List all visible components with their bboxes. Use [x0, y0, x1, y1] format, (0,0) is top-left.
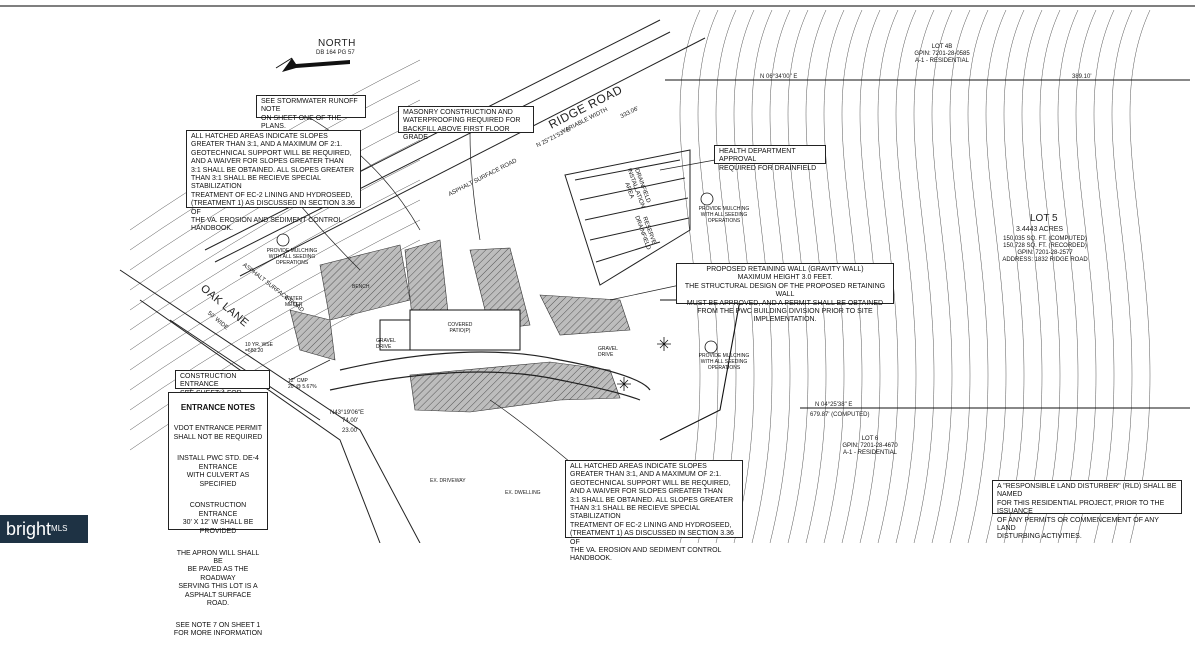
north-deed: DB 164 PG 57 — [316, 50, 355, 56]
leader-lines — [289, 117, 716, 463]
contour-line — [859, 9, 881, 543]
lot-4b-label: LOT 4B GPIN: 7201-28-0585 A-1 - RESIDENT… — [914, 44, 970, 64]
wse-label: 10 YR. WSE =680.20 — [245, 342, 273, 354]
north-label: NORTH — [318, 38, 356, 49]
tree-icons — [617, 337, 671, 391]
entrance-note-item: VDOT ENTRANCE PERMIT SHALL NOT BE REQUIR… — [173, 425, 263, 441]
contour-line — [1075, 9, 1097, 543]
contour-line — [751, 9, 773, 543]
contour-line — [787, 9, 809, 543]
contour-line — [913, 9, 935, 543]
cmp-label: 12" CMP 20' @ 5.67% — [288, 378, 317, 390]
retaining-wall-note: PROPOSED RETAINING WALL (GRAVITY WALL) M… — [676, 263, 894, 323]
property-lines — [659, 79, 1190, 441]
lot-5-title: LOT 5 — [1030, 213, 1058, 224]
contour-line — [967, 9, 989, 543]
north-arrow-icon — [275, 57, 350, 72]
entrance-note-item: THE APRON WILL SHALL BE BE PAVED AS THE … — [176, 549, 260, 607]
contour-line — [129, 179, 421, 351]
construction-entrance-note: CONSTRUCTION ENTRANCE SEE SHEET 4 FOR DE… — [175, 370, 270, 405]
distance-a: 74.00' — [342, 418, 359, 424]
contour-line — [129, 139, 421, 311]
house-footprint — [379, 309, 521, 351]
contour-line — [733, 9, 755, 543]
entrance-notes-box: ENTRANCE NOTES VDOT ENTRANCE PERMIT SHAL… — [168, 392, 268, 637]
masonry-note: MASONRY CONSTRUCTION AND WATERPROOFING R… — [398, 106, 534, 141]
contour-line — [129, 159, 421, 331]
contour-line — [1057, 9, 1079, 543]
stormwater-note: SEE STORMWATER RUNOFF NOTE ON SHEET ONE … — [256, 95, 366, 130]
water-meter-label: WATER METER — [285, 296, 303, 308]
contour-line — [841, 9, 863, 543]
ps-symbol-icons — [276, 192, 718, 354]
entrance-note-item: SEE NOTE 7 ON SHEET 1 FOR MORE INFORMATI… — [173, 621, 263, 638]
contour-line — [931, 9, 953, 543]
hatched-slopes-note-bottom: ALL HATCHED AREAS INDICATE SLOPES GREATE… — [565, 460, 743, 562]
entrance-note-item: CONSTRUCTION ENTRANCE 30' x 12' w SHALL … — [182, 502, 254, 535]
contour-line — [823, 9, 845, 543]
contour-line — [949, 9, 971, 543]
mulching-note-1: PROVIDE MULCHING WITH ALL SEEDING OPERAT… — [266, 248, 318, 266]
contour-line — [895, 9, 917, 543]
contour-line — [1039, 9, 1061, 543]
covered-patio-label: COVERED PATIO(P) — [447, 322, 473, 334]
contour-line — [1129, 9, 1151, 543]
bench-label: BENCH — [352, 284, 370, 290]
contour-line — [1003, 9, 1025, 543]
contour-line — [769, 9, 791, 543]
mulching-note-3: PROVIDE MULCHING WITH ALL SEEDING OPERAT… — [698, 353, 750, 371]
hatched-slopes-note-top: ALL HATCHED AREAS INDICATE SLOPES GREATE… — [186, 130, 361, 232]
contour-line — [679, 9, 701, 543]
mulching-note-2: PROVIDE MULCHING WITH ALL SEEDING OPERAT… — [698, 206, 750, 224]
gravel-drive — [339, 351, 651, 391]
ex-dwelling-label: EX. DWELLING — [505, 490, 541, 496]
contour-line — [129, 199, 421, 371]
contour-line — [129, 219, 421, 391]
bright-mls-watermark: brightMLS — [0, 515, 88, 543]
contour-line — [805, 9, 827, 543]
entrance-notes-title: ENTRANCE NOTES — [180, 403, 256, 413]
contour-line — [697, 9, 719, 543]
gravel-drive-label-1: GRAVEL DRIVE — [376, 338, 396, 350]
rld-note: A "RESPONSIBLE LAND DISTURBER" (RLD) SHA… — [992, 480, 1182, 540]
entrance-note-item: INSTALL PWC STD. DE-4 ENTRANCE WITH CULV… — [177, 455, 259, 488]
contour-line — [877, 9, 899, 543]
drainfield-area — [564, 149, 691, 286]
lot-5-detail: 150,035 SQ. FT. (COMPUTED) 150,728 SQ. F… — [1002, 236, 1088, 263]
distance-south: 679.87' (COMPUTED) — [810, 412, 870, 418]
contour-line — [1111, 9, 1133, 543]
distance-b: 23.00' — [342, 428, 359, 434]
bearing-south: N 04°25'38" E — [815, 402, 853, 408]
distance-north: 389.10' — [1072, 74, 1092, 80]
site-plan-drawing — [0, 5, 1195, 543]
watermark-brand: bright — [6, 519, 52, 539]
contour-line — [1093, 9, 1115, 543]
watermark-suffix: MLS — [51, 524, 68, 533]
contour-line — [715, 9, 737, 543]
bearing-north: N 06°34'00" E — [760, 74, 798, 80]
contour-line — [1021, 9, 1043, 543]
lot-6-label: LOT 6 GPIN: 7201-28-4670 A-1 - RESIDENTI… — [842, 436, 898, 456]
health-department-note: HEALTH DEPARTMENT APPROVAL REQUIRED FOR … — [714, 145, 826, 172]
gravel-drive-label-2: GRAVEL DRIVE — [598, 346, 618, 358]
ridge-road-edges — [204, 19, 706, 277]
contour-line — [985, 9, 1007, 543]
bearing-c: N43°19'06"E — [330, 410, 365, 416]
lot-5-acres: 3.4443 ACRES — [1016, 226, 1064, 233]
ex-driveway-label: EX. DRIVEWAY — [430, 478, 466, 484]
